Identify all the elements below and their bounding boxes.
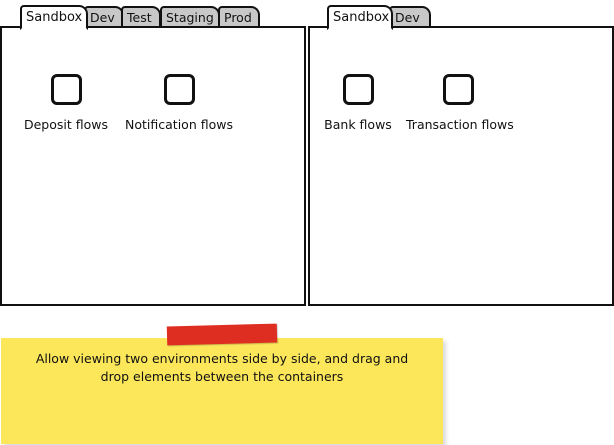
right-tab-dev[interactable]: Dev [389, 6, 431, 28]
checkbox-icon[interactable] [50, 74, 82, 105]
left-tab-prod[interactable]: Prod [218, 6, 260, 28]
item-label: Deposit flows [23, 117, 108, 132]
item-bank-flows[interactable]: Bank flows [322, 74, 394, 132]
checkbox-icon[interactable] [442, 74, 474, 105]
right-environment-panel: Sandbox Dev Bank flows Transaction flows [308, 0, 614, 306]
item-transaction-flows[interactable]: Transaction flows [406, 74, 514, 132]
left-drop-container[interactable]: Deposit flows Notification flows [0, 26, 306, 306]
checkbox-icon[interactable] [163, 74, 195, 105]
sticky-note: Allow viewing two environments side by s… [1, 338, 443, 444]
item-notification-flows[interactable]: Notification flows [124, 74, 234, 132]
left-environment-panel: Sandbox Dev Test Staging Prod Deposit fl… [0, 0, 306, 306]
left-tab-test[interactable]: Test [121, 6, 161, 28]
item-label: Transaction flows [406, 117, 514, 132]
left-tab-staging[interactable]: Staging [160, 6, 220, 28]
item-label: Notification flows [125, 117, 233, 132]
right-drop-container[interactable]: Bank flows Transaction flows [308, 26, 614, 306]
right-tab-bar: Sandbox Dev [308, 2, 614, 30]
tape-strip [166, 323, 278, 346]
note-text: Allow viewing two environments side by s… [35, 351, 409, 384]
left-tab-sandbox[interactable]: Sandbox [20, 5, 88, 30]
left-tab-dev[interactable]: Dev [84, 6, 124, 28]
item-deposit-flows[interactable]: Deposit flows [22, 74, 110, 132]
item-label: Bank flows [324, 117, 392, 132]
right-tab-sandbox[interactable]: Sandbox [327, 5, 393, 30]
checkbox-icon[interactable] [342, 74, 374, 105]
left-tab-bar: Sandbox Dev Test Staging Prod [0, 2, 306, 30]
